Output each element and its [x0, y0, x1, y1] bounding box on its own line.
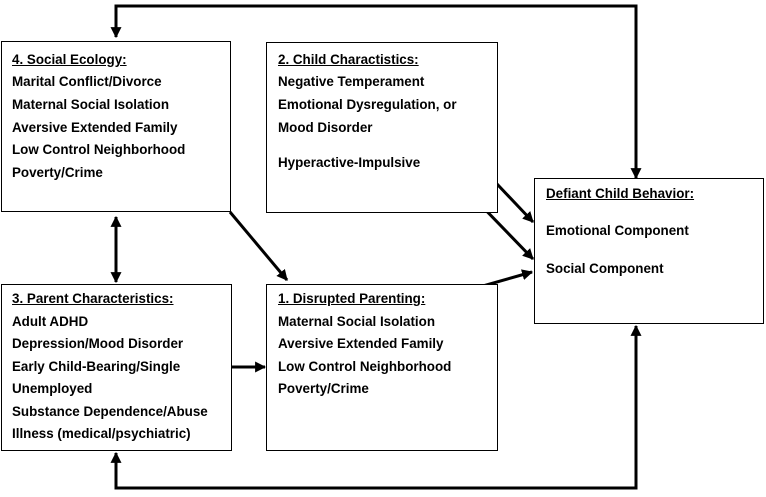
social-ecology-title: 4. Social Ecology:	[12, 52, 127, 67]
social-ecology-item: Aversive Extended Family	[12, 120, 178, 135]
parent-characteristics-item: Early Child-Bearing/Single	[12, 359, 181, 374]
parent-characteristics-item: Unemployed	[12, 381, 93, 396]
disrupted-parenting-item: Poverty/Crime	[278, 381, 369, 396]
child-characteristics-item: Emotional Dysregulation, or	[278, 97, 457, 112]
disrupted-parenting-title: 1. Disrupted Parenting:	[278, 291, 426, 306]
parent-characteristics-box: 3. Parent Characteristics: Adult ADHD De…	[1, 284, 232, 451]
disrupted-parenting-box: 1. Disrupted Parenting: Maternal Social …	[266, 284, 498, 451]
parent-characteristics-item: Illness (medical/psychiatric)	[12, 426, 191, 441]
disrupted-parenting-item: Aversive Extended Family	[278, 336, 444, 351]
social-ecology-item: Maternal Social Isolation	[12, 97, 170, 112]
disrupted-parenting-item: Low Control Neighborhood	[278, 359, 452, 374]
child-characteristics-item: Mood Disorder	[278, 120, 373, 135]
child-characteristics-title: 2. Child Charactistics:	[278, 52, 419, 67]
child-characteristics-box: 2. Child Charactistics: Negative Tempera…	[266, 42, 498, 213]
arrow-social-ecology-disrupted	[228, 211, 289, 281]
defiant-behavior-item: Social Component	[546, 261, 664, 276]
disrupted-parenting-item: Maternal Social Isolation	[278, 314, 436, 329]
parent-characteristics-item: Adult ADHD	[12, 314, 89, 329]
parent-characteristics-item: Substance Dependence/Abuse	[12, 404, 208, 419]
parent-characteristics-item: Depression/Mood Disorder	[12, 336, 184, 351]
social-ecology-box: 4. Social Ecology: Marital Conflict/Divo…	[1, 41, 231, 212]
social-ecology-item: Marital Conflict/Divorce	[12, 74, 162, 89]
social-ecology-item: Low Control Neighborhood	[12, 142, 186, 157]
parent-characteristics-title: 3. Parent Characteristics:	[12, 291, 174, 306]
defiant-behavior-title: Defiant Child Behavior:	[546, 186, 695, 201]
child-characteristics-item: Hyperactive-Impulsive	[278, 155, 421, 170]
arrow-parent-defiant	[110, 324, 642, 490]
defiant-behavior-box: Defiant Child Behavior: Emotional Compon…	[534, 178, 764, 324]
defiant-behavior-item: Emotional Component	[546, 223, 689, 238]
arrow-social-ecology-defiant	[110, 4, 642, 180]
child-characteristics-item: Negative Temperament	[278, 74, 425, 89]
social-ecology-item: Poverty/Crime	[12, 165, 103, 180]
